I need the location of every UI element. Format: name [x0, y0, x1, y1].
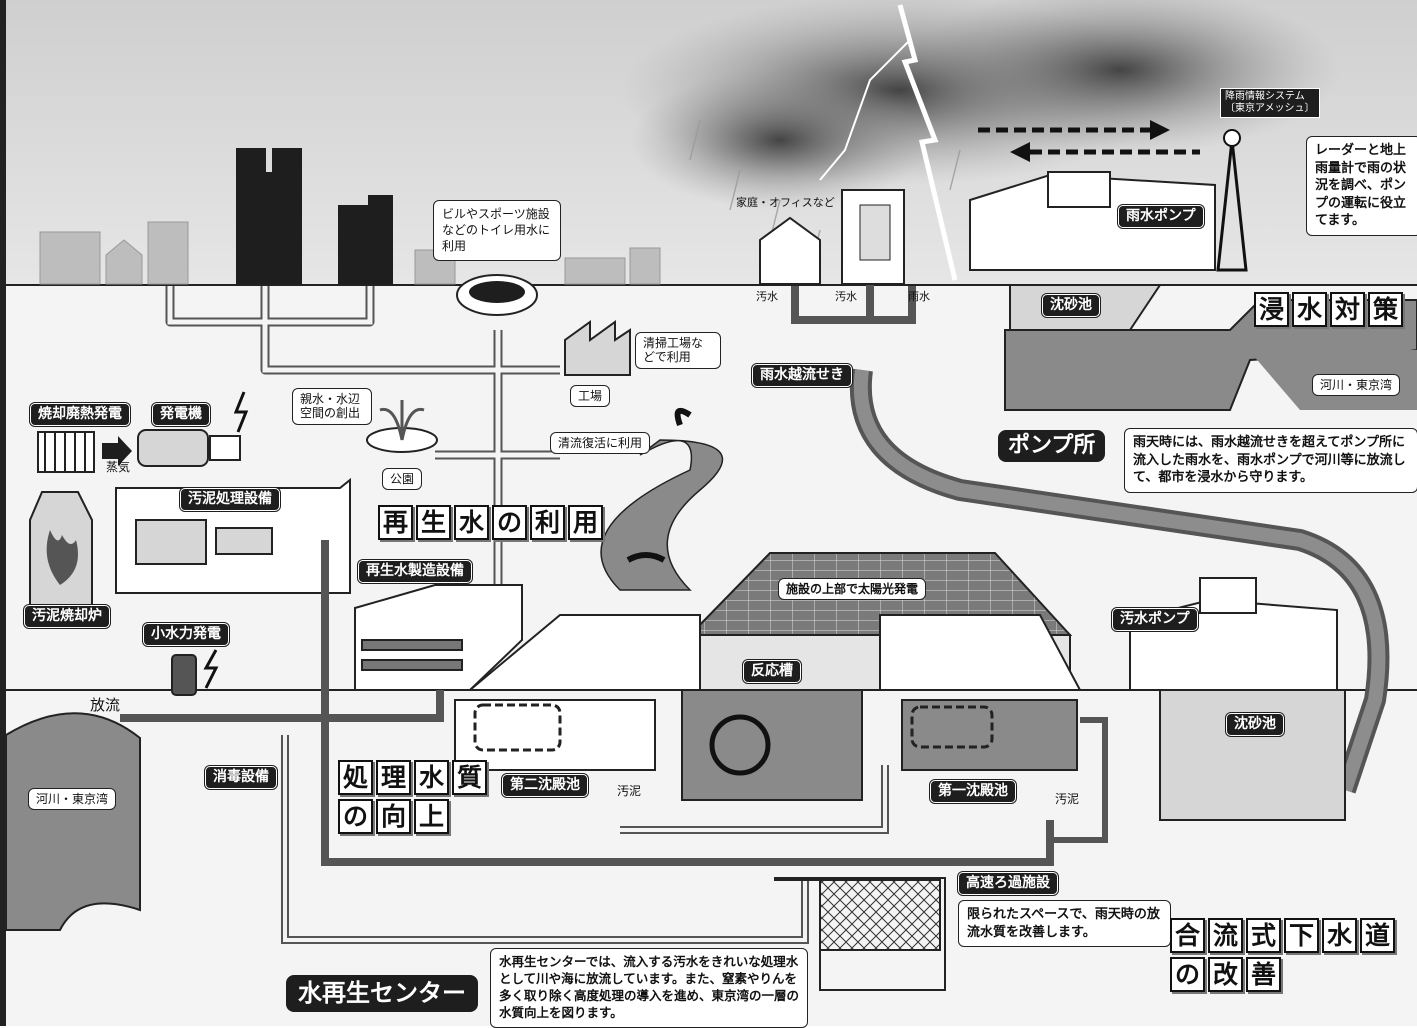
- title-character: 道: [1360, 918, 1395, 953]
- title-character: 利: [530, 505, 565, 540]
- river-left: [5, 712, 141, 931]
- sludge-label-1: 汚泥: [617, 784, 642, 798]
- title-character: 理: [376, 760, 411, 795]
- pump-station-title: ポンプ所: [998, 430, 1106, 463]
- title-character: 処: [338, 760, 373, 795]
- disinfection-label: 消毒設備: [205, 766, 277, 789]
- park-label: 公園: [382, 468, 423, 491]
- arrow-right-icon: [102, 436, 132, 466]
- river-bay-right-label: 河川・東京湾: [1312, 374, 1401, 397]
- title-character: 浸: [1254, 292, 1289, 327]
- stream: [600, 439, 723, 591]
- sewage-label-b: 汚水: [835, 290, 857, 303]
- high-speed-filter-label: 高速ろ過施設: [958, 872, 1058, 895]
- factory-label: 工場: [570, 385, 611, 408]
- small-hydro-label: 小水力発電: [143, 623, 229, 646]
- title-character: の: [338, 799, 373, 834]
- sludge-treatment-facility: [115, 477, 351, 594]
- water-reclamation-center-title: 水再生センター: [286, 975, 478, 1012]
- sewage-pump-label: 汚水ポンプ: [1112, 608, 1198, 631]
- reaction-tank-label: 反応槽: [743, 660, 801, 683]
- title-character: 改: [1208, 957, 1243, 992]
- stream-revival-label: 清流復活に利用: [550, 432, 651, 455]
- radar-note: レーダーと地上雨量計で雨の状況を調べ、ポンプの運転に役立てます。: [1306, 136, 1417, 236]
- title-character: 流: [1208, 918, 1243, 953]
- flood-control-title: 浸水対策: [1254, 292, 1403, 327]
- sewage-label-a: 汚水: [756, 290, 778, 303]
- reclaimed-production-label: 再生水製造設備: [358, 560, 472, 583]
- generator-label: 発電機: [152, 403, 210, 426]
- twin-towers: [236, 148, 393, 284]
- title-character: 善: [1246, 957, 1281, 992]
- title-character: の: [1170, 957, 1205, 992]
- reclaimed-water-building: [354, 584, 523, 691]
- title-character: 式: [1246, 918, 1281, 953]
- title-character: 水: [1292, 292, 1327, 327]
- title-character: 水: [414, 760, 449, 795]
- title-character: 上: [414, 799, 449, 834]
- building-use-note: ビルやスポーツ施設などのトイレ用水に利用: [433, 200, 561, 261]
- homes-offices-label: 家庭・オフィスなど: [736, 196, 835, 209]
- generator-machine: [137, 429, 209, 467]
- storm-clouds: [620, 0, 1340, 271]
- reclaimed-water-use-title: 再生水の利用: [378, 505, 603, 540]
- first-settling-label: 第一沈殿池: [930, 780, 1016, 803]
- title-character: 向: [376, 799, 411, 834]
- grit-chamber-top-label: 沈砂池: [1042, 294, 1100, 317]
- reaction-tank: [681, 689, 863, 801]
- radar-signal-arrows: [978, 127, 1200, 155]
- title-character: 合: [1170, 918, 1205, 953]
- title-character: 水: [454, 505, 489, 540]
- title-character: 下: [1284, 918, 1319, 953]
- title-character: 生: [416, 505, 451, 540]
- electricity-icon-2: [203, 649, 219, 689]
- small-hydro-turbine: [171, 654, 197, 696]
- rain-pump-label: 雨水ポンプ: [1118, 205, 1204, 228]
- solar-label: 施設の上部で太陽光発電: [778, 578, 927, 601]
- rainwater-label: 雨水: [908, 290, 930, 303]
- incineration-power-label: 焼却廃熱発電: [30, 403, 130, 426]
- steam-label: 蒸気: [106, 460, 131, 474]
- sludge-treatment-label: 汚泥処理設備: [180, 488, 280, 511]
- river-bay-left-label: 河川・東京湾: [28, 788, 117, 811]
- title-character: 質: [452, 760, 487, 795]
- high-speed-filter-tank: [819, 879, 941, 951]
- city-skyline: [39, 221, 661, 285]
- second-settling-label: 第二沈殿池: [502, 774, 588, 797]
- cleaning-factory-label: 清掃工場などで利用: [635, 332, 721, 369]
- house: [759, 216, 821, 285]
- first-settling-tank: [901, 699, 1078, 771]
- flame-icon: [46, 530, 78, 585]
- overflow-weir-label: 雨水越流せき: [752, 364, 852, 387]
- second-settling-tank: [454, 699, 656, 771]
- grit-chamber-bottom-label: 沈砂池: [1226, 713, 1284, 736]
- sludge-label-2: 汚泥: [1055, 792, 1080, 806]
- pump-basin: [1004, 299, 1417, 411]
- water-quality-title: 処理水質 の向上: [338, 760, 487, 834]
- discharge-label: 放流: [90, 696, 121, 714]
- title-character: の: [492, 505, 527, 540]
- title-character: 用: [568, 505, 603, 540]
- title-character: 対: [1330, 292, 1365, 327]
- radar-tower-icon: [1216, 139, 1248, 272]
- title-character: 策: [1368, 292, 1403, 327]
- lightning-icon: [897, 4, 958, 281]
- rain-info-system-label: 降雨情報システム〔東京アメッシュ〕: [1220, 88, 1320, 118]
- title-character: 水: [1322, 918, 1357, 953]
- center-description: 水再生センターでは、流入する汚水をきれいな処理水として川や海に放流しています。ま…: [490, 948, 808, 1028]
- electricity-icon: [233, 391, 249, 433]
- factory-building: [564, 320, 631, 376]
- title-character: 再: [378, 505, 413, 540]
- sludge-incinerator-label: 汚泥焼却炉: [24, 605, 110, 628]
- high-speed-filter-note: 限られたスペースで、雨天時の放流水質を改善します。: [958, 900, 1171, 948]
- pump-station-note: 雨天時には、雨水越流せきを超えてポンプ所に流入した雨水を、雨水ポンプで河川等に放…: [1124, 428, 1417, 493]
- outfall-pipe: [120, 690, 444, 722]
- combined-sewer-title: 合流式下水道 の改善: [1170, 918, 1395, 992]
- waterside-label: 親水・水辺空間の創出: [292, 388, 372, 425]
